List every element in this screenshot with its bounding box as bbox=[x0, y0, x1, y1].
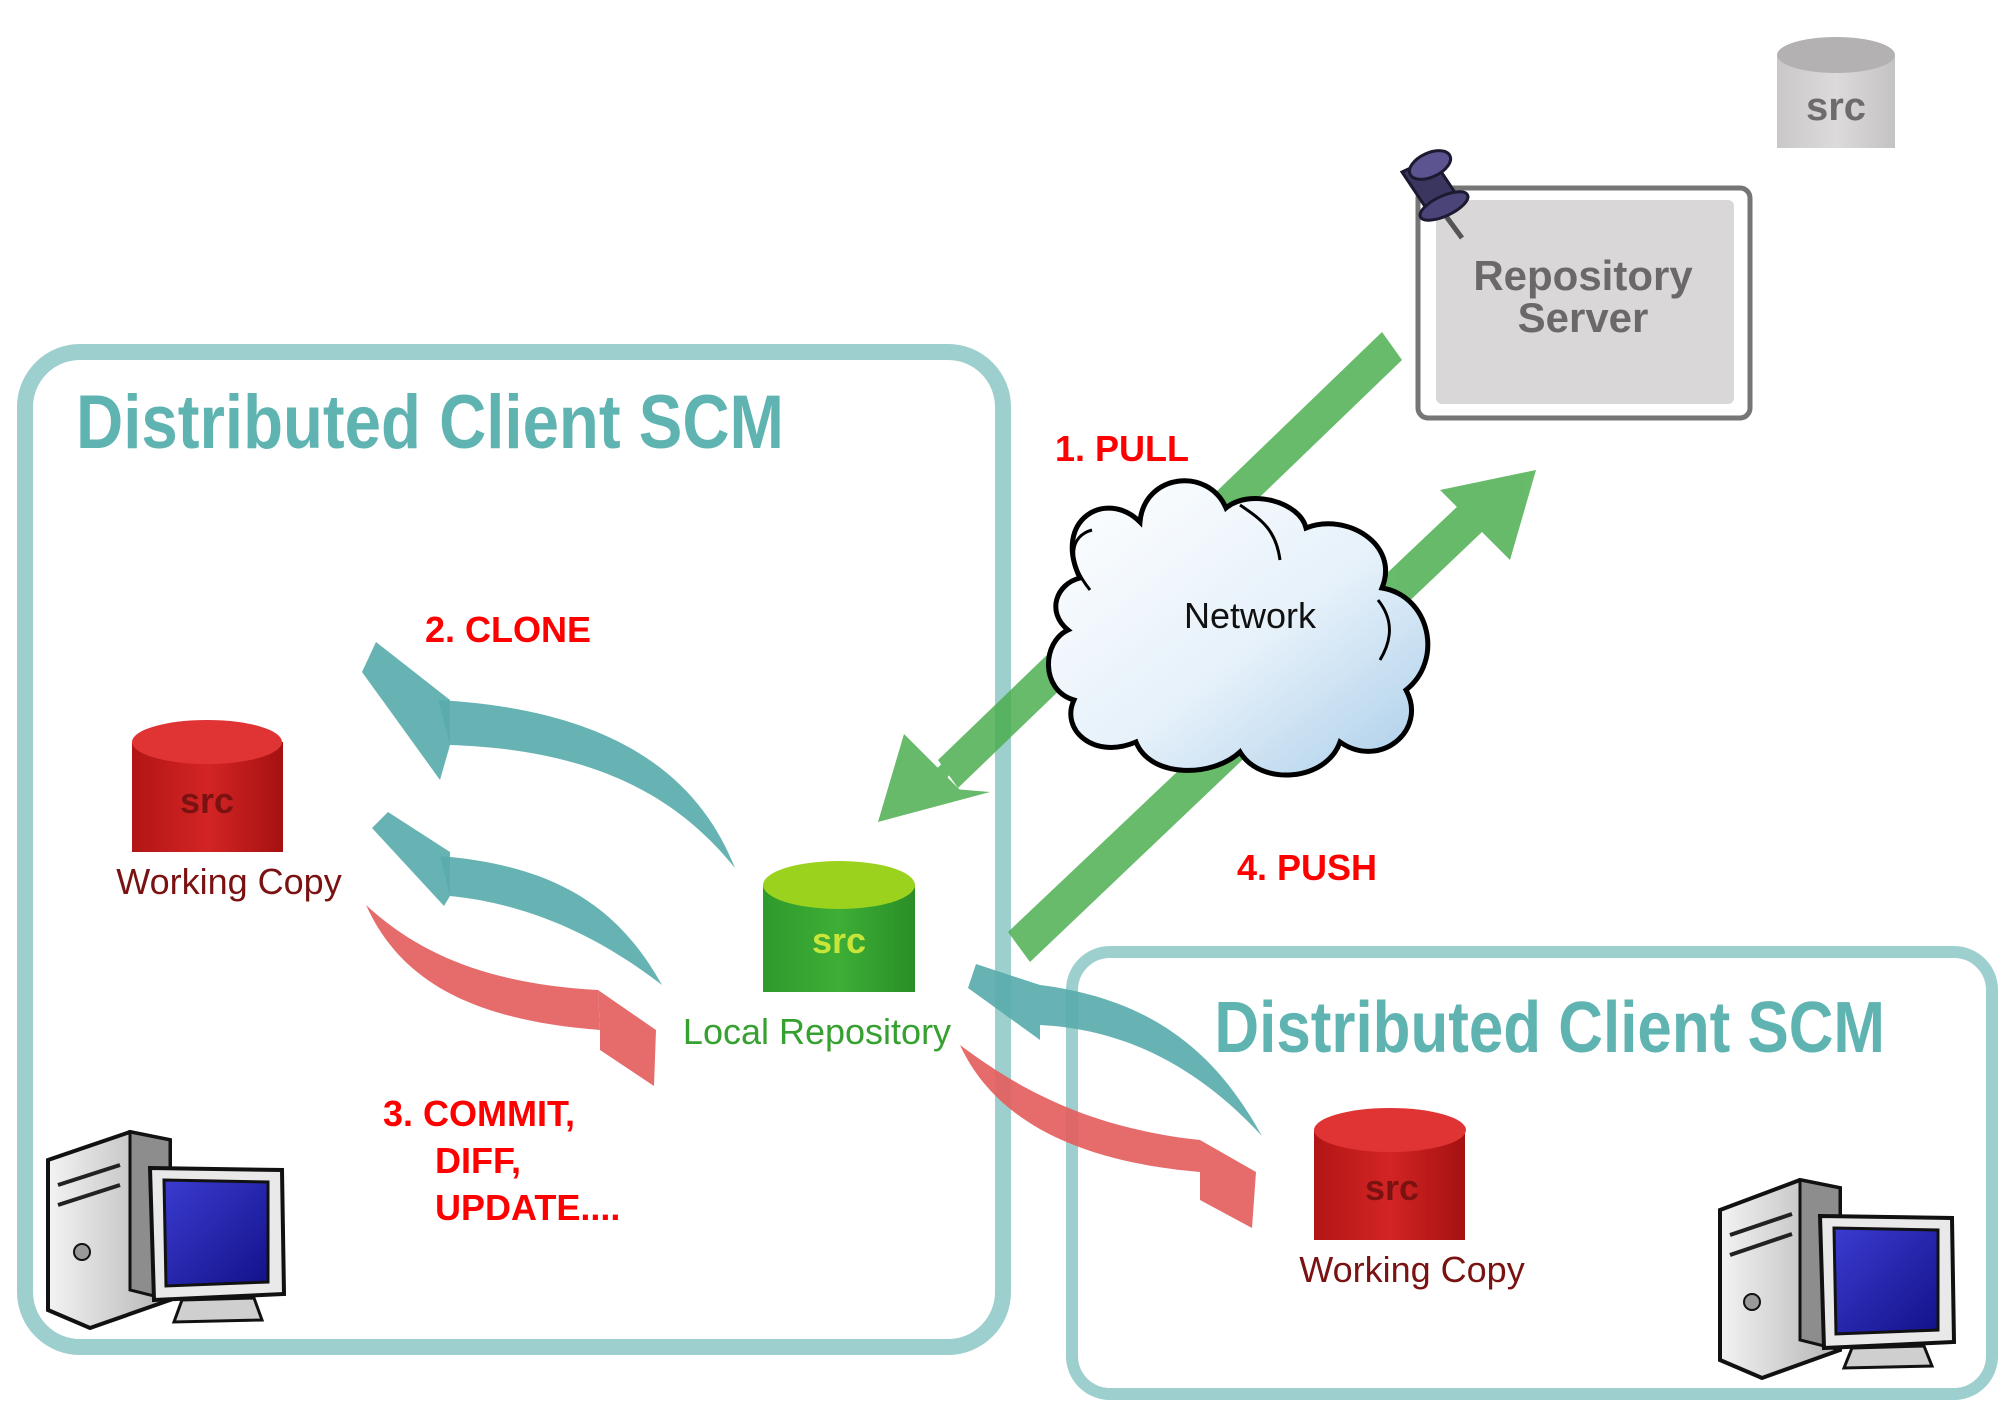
right-working-copy-src-label: src bbox=[1365, 1167, 1419, 1208]
local-repository-db: src bbox=[763, 861, 915, 992]
computer-icon-left bbox=[46, 1129, 287, 1331]
left-working-copy-caption: Working Copy bbox=[116, 861, 341, 902]
left-working-copy-src-label: src bbox=[180, 780, 234, 821]
server-src-label: src bbox=[1806, 85, 1866, 129]
right-working-copy-caption: Working Copy bbox=[1299, 1249, 1524, 1290]
client-right-title: Distributed Client SCM bbox=[1214, 988, 1885, 1068]
right-commit-arrow bbox=[960, 1045, 1256, 1228]
left-working-copy-db: src bbox=[132, 720, 283, 852]
clone-arrow-lower bbox=[372, 812, 662, 985]
server-src-database: src bbox=[1777, 37, 1895, 148]
client-left-title: Distributed Client SCM bbox=[76, 380, 784, 465]
server-title-line2: Server bbox=[1518, 294, 1649, 341]
right-working-copy-db: src bbox=[1314, 1108, 1466, 1240]
computer-icon-right bbox=[1718, 1177, 1957, 1381]
clone-arrow-upper bbox=[362, 642, 735, 868]
commit-arrow bbox=[366, 905, 656, 1086]
server-title-line1: Repository bbox=[1473, 252, 1693, 299]
pushpin-icon bbox=[1399, 149, 1470, 240]
local-repository-caption: Local Repository bbox=[683, 1011, 951, 1052]
client-left-box bbox=[17, 344, 1011, 1355]
local-repository-src-label: src bbox=[812, 920, 866, 961]
network-cloud: Network bbox=[1046, 478, 1431, 778]
client-right-box bbox=[1066, 946, 1998, 1400]
step-push-label: 4. PUSH bbox=[1237, 847, 1377, 888]
right-clone-arrow bbox=[968, 964, 1262, 1136]
network-label: Network bbox=[1184, 595, 1317, 636]
step-pull-label: 1. PULL bbox=[1055, 428, 1189, 469]
step-commit-line2: DIFF, bbox=[435, 1140, 521, 1181]
step-clone-label: 2. CLONE bbox=[425, 609, 591, 650]
step-commit-line3: UPDATE.... bbox=[435, 1187, 620, 1228]
step-commit-line1: 3. COMMIT, bbox=[383, 1093, 575, 1134]
repository-server-box: Repository Server bbox=[1415, 185, 1753, 421]
